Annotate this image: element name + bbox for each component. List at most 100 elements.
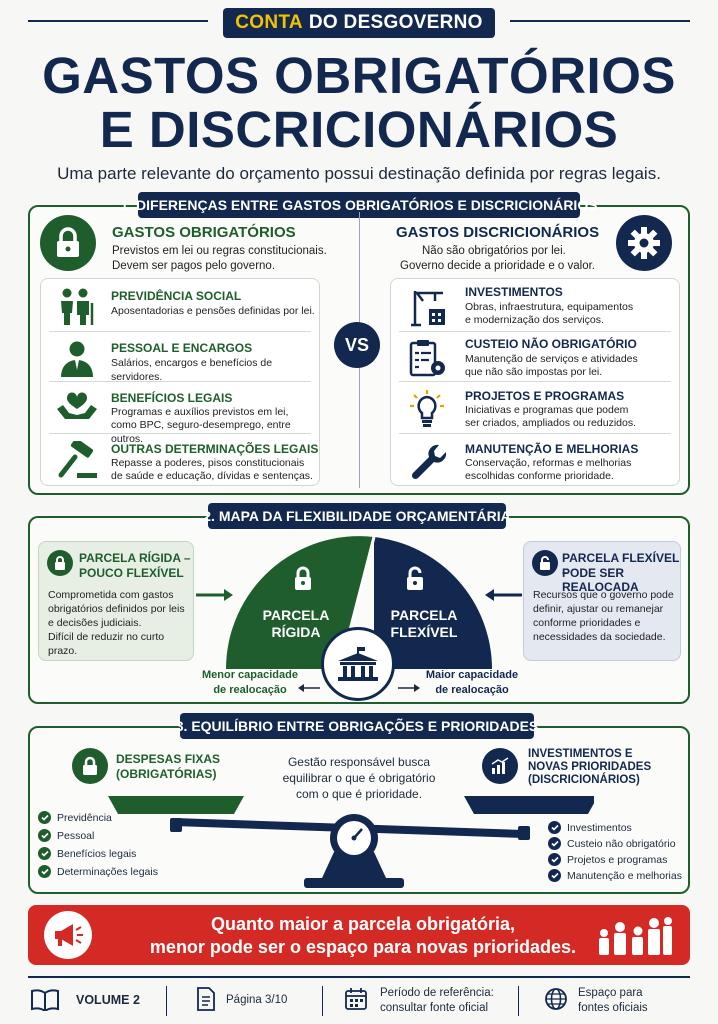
rigid-label: PARCELA RÍGIDA: [250, 607, 342, 641]
elderly-couple-icon: [55, 287, 99, 327]
priority-item: Manutenção e melhorias: [567, 869, 682, 882]
fixed-expenses-heading-2: (OBRIGATÓRIAS): [116, 767, 217, 781]
list-item-title: INVESTIMENTOS: [465, 285, 563, 299]
globe-icon: [544, 987, 568, 1016]
flexible-card-desc: necessidades da sociedade.: [533, 631, 666, 643]
list-item: Previdência: [38, 811, 112, 824]
lock-icon: [40, 215, 96, 271]
list-item-desc: Repasse a poderes, pisos constitucionais: [111, 457, 305, 469]
brand-strong: CONTA: [235, 12, 303, 33]
balance-statement-2: equilibrar o que é obrigatório: [282, 771, 436, 785]
flexible-label-2: FLEXÍVEL: [390, 624, 458, 640]
less-capacity-1: Menor capacidade: [202, 669, 298, 681]
balance-statement: Gestão responsável busca equilibrar o qu…: [272, 754, 446, 802]
list-item-title: MANUTENÇÃO E MELHORIAS: [465, 442, 639, 456]
wrench-icon: [405, 441, 449, 481]
fixed-item: Pessoal: [57, 829, 95, 842]
list-item-title: BENEFÍCIOS LEGAIS: [111, 391, 233, 405]
less-capacity-2: de realocação: [213, 684, 287, 696]
mandatory-heading: GASTOS OBRIGATÓRIOS: [112, 224, 296, 241]
flexible-card-title-1: PARCELA FLEXÍVEL –: [562, 551, 680, 579]
flexible-card-desc: Recursos que o governo pode: [533, 589, 674, 601]
list-item-desc-2: e modernização dos serviços.: [465, 314, 604, 326]
flexible-card-desc: conforme prioridades e: [533, 617, 641, 629]
discretionary-heading: GASTOS DISCRICIONÁRIOS: [396, 224, 600, 241]
list-item: Investimentos: [548, 821, 632, 834]
priority-item: Custeio não obrigatório: [567, 837, 676, 850]
megaphone-icon: [44, 911, 92, 959]
fixed-item: Benefícios legais: [57, 847, 137, 860]
flexible-segment: [374, 537, 492, 669]
list-item: Custeio não obrigatório: [548, 837, 676, 850]
list-item-desc: Programas e auxílios previstos em lei,: [111, 406, 289, 418]
mandatory-list: PREVIDÊNCIA SOCIAL Aposentadorias e pens…: [40, 278, 320, 486]
more-capacity-label: Maior capacidade de realocação: [414, 668, 530, 698]
list-item: OUTRAS DETERMINAÇÕES LEGAIS Repasse a po…: [41, 433, 319, 487]
section2-title: 2. MAPA DA FLEXIBILIDADE ORÇAMENTÁRIA: [203, 503, 511, 529]
flexible-lock-icon: [404, 566, 426, 597]
heart-hands-icon: [55, 389, 99, 429]
flexible-card-title-2: PODE SER REALOCADA: [562, 566, 639, 594]
list-item-title: OUTRAS DETERMINAÇÕES LEGAIS: [111, 442, 319, 456]
bar-chart-icon: [482, 748, 518, 784]
fixed-expenses-heading-1: DESPESAS FIXAS: [116, 752, 221, 766]
balance-statement-3: com o que é prioridade.: [295, 787, 423, 801]
priorities-heading-3: (DISCRICIONÁRIOS): [528, 774, 640, 786]
check-icon: [38, 811, 51, 824]
header-rule-left: [28, 20, 208, 22]
check-icon: [548, 821, 561, 834]
discretionary-desc-1: Não são obrigatórios por lei.: [422, 245, 566, 257]
footer-divider: [166, 986, 167, 1016]
flexible-label: PARCELA FLEXÍVEL: [378, 607, 470, 641]
list-item-desc: Conservação, reformas e melhorias: [465, 457, 632, 469]
document-icon: [196, 987, 216, 1016]
list-item: Pessoal: [38, 829, 94, 842]
row-divider: [399, 433, 671, 434]
header-rule-right: [510, 20, 690, 22]
list-item: Determinações legais: [38, 865, 158, 878]
list-item-title: PROJETOS E PROGRAMAS: [465, 389, 625, 403]
rigid-label-2: RÍGIDA: [271, 624, 321, 640]
priority-item: Investimentos: [567, 821, 632, 834]
discretionary-desc-2: Governo decide a prioridade e o valor.: [400, 260, 595, 272]
list-item: Manutenção e melhorias: [548, 869, 682, 882]
arrow-left-icon: [298, 684, 320, 692]
check-icon: [38, 865, 51, 878]
list-item-title: CUSTEIO NÃO OBRIGATÓRIO: [465, 337, 637, 351]
conclusion-line-2: menor pode ser o espaço para novas prior…: [149, 937, 577, 957]
list-item-desc: Manutenção de serviços e atividades: [465, 353, 638, 365]
reference-period-1: Período de referência:: [380, 987, 494, 999]
fixed-item: Determinações legais: [57, 865, 158, 878]
rigid-card-title-1: PARCELA RÍGIDA –: [79, 551, 191, 565]
balance-scale-icon: [108, 796, 594, 888]
mandatory-desc-2: Devem ser pagos pelo governo.: [112, 260, 276, 272]
sources-space-1: Espaço para: [578, 987, 643, 999]
rigid-lock-icon: [292, 566, 314, 597]
calendar-icon: [344, 987, 368, 1016]
list-item-desc-2: ser criados, ampliados ou reduzidos.: [465, 417, 637, 429]
row-divider: [49, 331, 311, 332]
clipboard-gear-icon: [405, 339, 449, 379]
gear-icon: [616, 215, 672, 271]
reference-period-2: consultar fonte oficial: [380, 1002, 489, 1014]
priority-item: Projetos e programas: [567, 853, 668, 866]
rigid-card-desc: Comprometida com gastos: [48, 589, 174, 601]
footer-divider: [322, 986, 323, 1016]
list-item: MANUTENÇÃO E MELHORIAS Conservação, refo…: [391, 433, 679, 487]
construction-icon: [405, 287, 449, 327]
list-item-desc-2: escolhidas conforme prioridade.: [465, 470, 614, 482]
brand-badge: CONTA DO DESGOVERNO: [223, 8, 495, 38]
balance-statement-1: Gestão responsável busca: [287, 755, 431, 769]
rigid-card-desc: obrigatórios definidos por leis: [48, 603, 185, 615]
lightbulb-icon: [405, 389, 449, 429]
check-icon: [38, 847, 51, 860]
list-item-desc: Salários, encargos e benefícios de servi…: [111, 357, 273, 383]
rigid-card-title-2: POUCO FLEXÍVEL: [79, 566, 184, 580]
flexible-card-desc: definir, ajustar ou remanejar: [533, 603, 664, 615]
conclusion-line-1: Quanto maior a parcela obrigatória,: [210, 914, 516, 934]
check-icon: [548, 869, 561, 882]
rigid-label-1: PARCELA: [262, 607, 330, 623]
list-item-desc: Obras, infraestrutura, equipamentos: [465, 301, 634, 313]
mandatory-desc-1: Previstos em lei ou regras constituciona…: [112, 245, 327, 257]
